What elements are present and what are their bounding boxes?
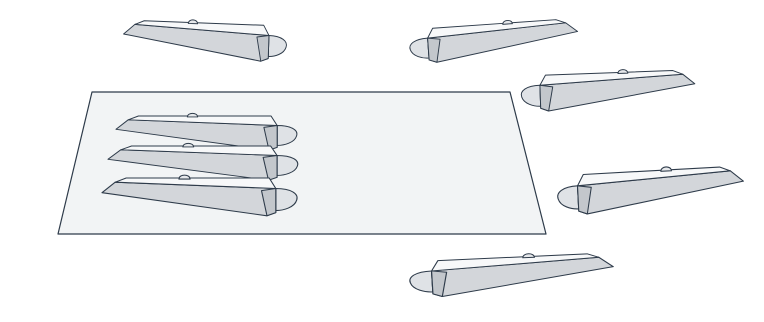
part-right-lower[interactable] (555, 162, 746, 217)
part-top-right[interactable] (407, 15, 580, 65)
part-bottom[interactable] (408, 249, 616, 299)
part-right-upper[interactable] (520, 66, 697, 113)
part-top-left[interactable] (122, 16, 288, 63)
work-plane[interactable] (57, 91, 547, 235)
